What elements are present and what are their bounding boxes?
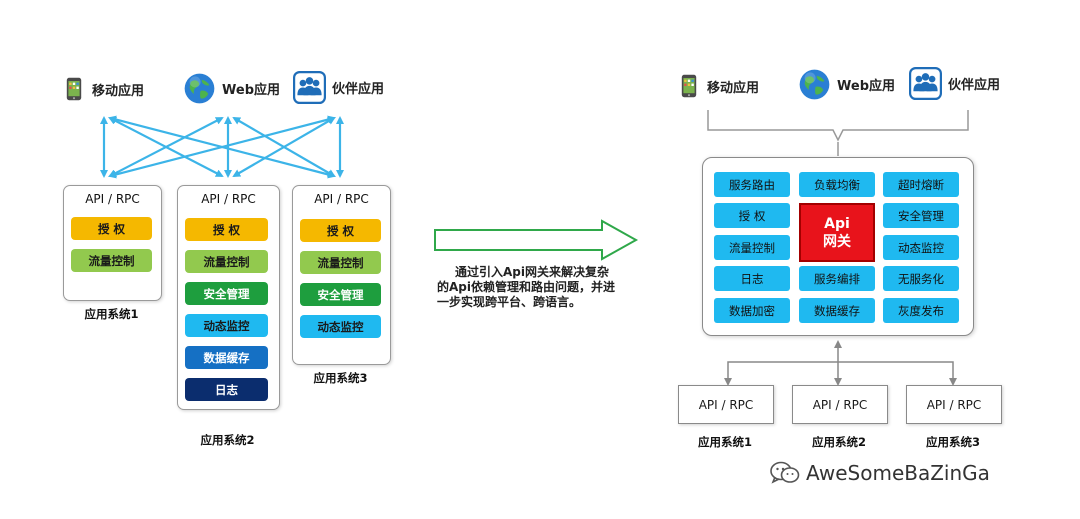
client-partner: 伙伴应用 <box>909 67 1000 100</box>
block-dynamic-monitoring: 动态监控 <box>185 314 268 337</box>
left-app-system-2: API / RPC 授 权 流量控制 安全管理 动态监控 数据缓存 日志 <box>177 185 280 410</box>
client-web: Web应用 <box>183 72 280 105</box>
api-gateway-panel: 服务路由 负载均衡 超时熔断 授 权 安全管理 流量控制 动态监控 Api 网关… <box>702 157 974 336</box>
right-app-system-1: API / RPC <box>678 385 774 424</box>
right-app-system-2: API / RPC <box>792 385 888 424</box>
left-system-1-caption: 应用系统1 <box>84 307 139 321</box>
block-auth: 授 权 <box>300 219 381 242</box>
description-line-2: 的Api依赖管理和路由问题，并进 <box>437 280 615 294</box>
left-app-system-3: API / RPC 授 权 流量控制 安全管理 动态监控 <box>292 185 391 365</box>
partner-group-icon <box>293 71 326 104</box>
right-app-system-3: API / RPC <box>906 385 1002 424</box>
client-web-label: Web应用 <box>222 83 280 98</box>
client-partner: 伙伴应用 <box>293 71 384 104</box>
gateway-load-balancing: 负载均衡 <box>799 172 875 197</box>
api-gateway-core: Api 网关 <box>799 203 875 262</box>
client-mobile: 移动应用 <box>677 65 759 107</box>
block-log: 日志 <box>185 378 268 401</box>
watermark: AweSomeBaZinGa <box>770 460 990 486</box>
description-line-1: 通过引入Api网关来解决复杂 <box>455 265 609 279</box>
right-system-1-caption: 应用系统1 <box>697 435 752 449</box>
api-rpc-label: API / RPC <box>85 192 140 206</box>
client-web: Web应用 <box>798 68 895 101</box>
block-auth: 授 权 <box>185 218 268 241</box>
client-mobile-label: 移动应用 <box>707 80 760 96</box>
block-auth: 授 权 <box>71 217 152 240</box>
left-app-system-1: API / RPC 授 权 流量控制 <box>63 185 162 301</box>
client-partner-label: 伙伴应用 <box>332 82 385 97</box>
watermark-text: AweSomeBaZinGa <box>806 461 990 485</box>
gateway-service-routing: 服务路由 <box>714 172 790 197</box>
block-data-cache: 数据缓存 <box>185 346 268 369</box>
right-system-2-caption: 应用系统2 <box>811 435 866 449</box>
wechat-icon <box>770 461 800 484</box>
block-traffic-control: 流量控制 <box>300 251 381 274</box>
gateway-data-cache: 数据缓存 <box>799 298 875 323</box>
gateway-serverless: 无服务化 <box>883 266 959 291</box>
block-security-management: 安全管理 <box>185 282 268 305</box>
left-system-2-caption: 应用系统2 <box>200 433 255 447</box>
mobile-phone-icon <box>681 74 697 98</box>
partner-group-icon <box>909 67 942 100</box>
client-mobile: 移动应用 <box>62 68 144 110</box>
core-line-2: 网关 <box>823 233 851 250</box>
api-rpc-label: API / RPC <box>314 192 369 206</box>
transition-arrow <box>434 219 639 261</box>
block-traffic-control: 流量控制 <box>71 249 152 272</box>
mobile-phone-icon <box>66 77 82 101</box>
gateway-security-management: 安全管理 <box>883 203 959 228</box>
right-connectors <box>707 110 969 386</box>
block-traffic-control: 流量控制 <box>185 250 268 273</box>
block-security-management: 安全管理 <box>300 283 381 306</box>
client-partner-label: 伙伴应用 <box>948 78 1001 93</box>
client-web-label: Web应用 <box>837 79 895 94</box>
gateway-service-orchestration: 服务编排 <box>799 266 875 291</box>
client-brace <box>707 110 969 142</box>
transition-description: 通过引入Api网关来解决复杂 的Api依赖管理和路由问题，并进 一步实现跨平台、… <box>437 265 637 310</box>
globe-icon <box>184 73 215 104</box>
globe-icon <box>799 69 830 100</box>
gateway-dynamic-monitoring: 动态监控 <box>883 235 959 260</box>
core-line-1: Api <box>824 215 850 232</box>
many-to-many-connection-arrows <box>100 115 344 179</box>
client-mobile-label: 移动应用 <box>92 83 145 99</box>
gateway-log: 日志 <box>714 266 790 291</box>
left-system-3-caption: 应用系统3 <box>313 371 368 385</box>
block-dynamic-monitoring: 动态监控 <box>300 315 381 338</box>
gateway-traffic-control: 流量控制 <box>714 235 790 260</box>
gateway-auth: 授 权 <box>714 203 790 228</box>
right-system-3-caption: 应用系统3 <box>925 435 980 449</box>
gateway-gray-release: 灰度发布 <box>883 298 959 323</box>
description-line-3: 一步实现跨平台、跨语言。 <box>437 295 582 309</box>
gateway-data-encryption: 数据加密 <box>714 298 790 323</box>
api-rpc-label: API / RPC <box>201 192 256 206</box>
gateway-timeout-circuit-breaker: 超时熔断 <box>883 172 959 197</box>
